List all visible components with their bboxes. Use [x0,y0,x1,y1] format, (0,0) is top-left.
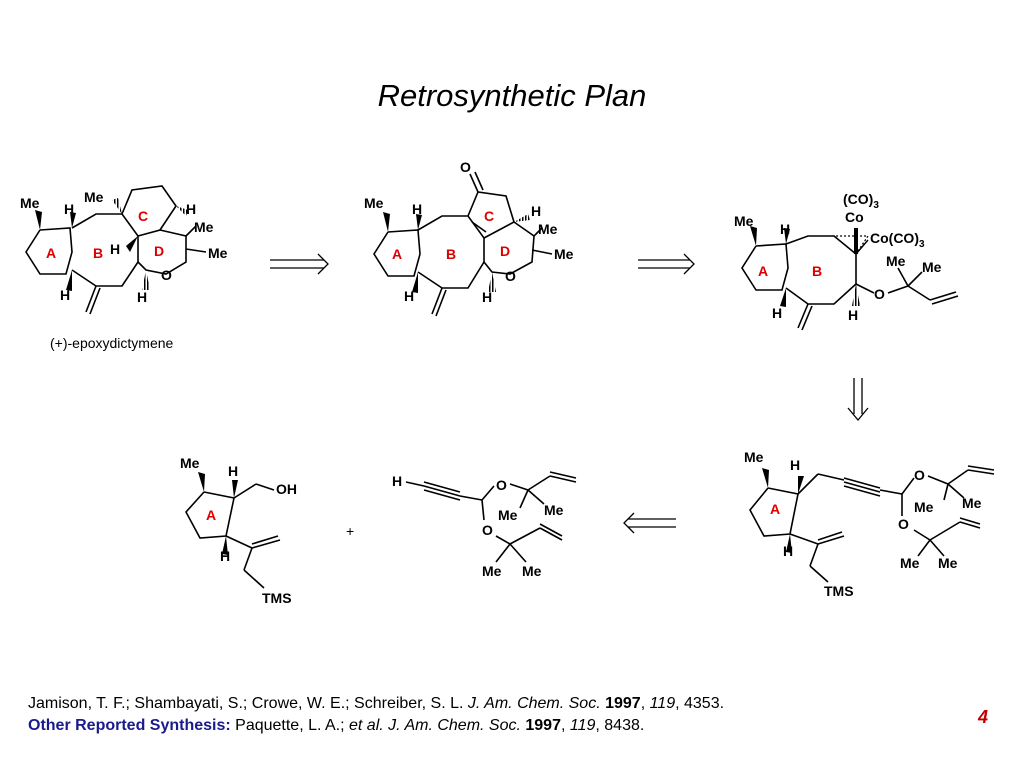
ref-volume: 119 [649,695,676,712]
atom-h-label: H [404,288,414,304]
atom-tms-label: TMS [824,583,854,599]
ref-journal: et al. J. Am. Chem. Soc. [349,717,521,734]
atom-me-label: Me [914,499,934,515]
atom-me-label: Me [886,253,906,269]
ref-authors: Jamison, T. F.; Shambayati, S.; Crowe, W… [28,695,468,712]
atom-h-label: H [772,305,782,321]
atom-o-label: O [460,159,471,175]
ref-pages: , 8438. [595,717,645,734]
atom-co-label: (CO)3 [843,191,879,211]
ring-a-label: A [758,263,768,279]
ring-b-label: B [446,246,456,262]
atom-me-label: Me [364,195,384,211]
atom-me-label: Me [544,502,564,518]
compound-name: (+)-epoxydictymene [50,335,174,351]
retrosynthesis-scheme: Me H Me H Me Me H O H H A B C D (+)-epox… [20,159,995,606]
ring-a-label: A [46,245,56,261]
atom-me-label: Me [208,245,228,261]
atom-h-label: H [392,473,402,489]
atom-me-label: Me [922,259,942,275]
atom-o-label: O [496,477,507,493]
ring-d-label: D [500,243,510,259]
atom-h-label: H [848,307,858,323]
reference-primary: Jamison, T. F.; Shambayati, S.; Crowe, W… [28,695,725,712]
molecule-enone: O Me H H Me Me O H H A B C D [364,159,574,317]
atom-h-label: H [780,221,790,237]
atom-tms-label: TMS [262,590,292,606]
retro-arrow [847,378,869,422]
atom-me-label: Me [734,213,754,229]
atom-h-label: H [228,463,238,479]
plus-sign: + [346,523,354,539]
page-number: 4 [977,707,988,727]
atom-me-label: Me [84,189,104,205]
ring-a-label: A [206,507,216,523]
atom-o-label: O [914,467,925,483]
atom-h-label: H [412,201,422,217]
atom-h-label: H [790,457,800,473]
atom-me-label: Me [938,555,958,571]
atom-me-label: Me [522,563,542,579]
molecule-epoxydictymene: Me H Me H Me Me H O H H A B C D (+)-epox… [20,185,228,351]
atom-me-label: Me [194,219,214,235]
ring-b-label: B [812,263,822,279]
atom-me-label: Me [900,555,920,571]
atom-h-label: H [482,289,492,305]
ref-volume: 119 [569,717,596,734]
ring-a-label: A [392,246,402,262]
ring-d-label: D [154,243,164,259]
atom-h-label: H [110,241,120,257]
molecule-enyne-acetal: Me H O Me Me O Me Me H TMS A [744,449,995,599]
ring-c-label: C [484,208,494,224]
reference-other: Other Reported Synthesis: Paquette, L. A… [28,717,645,734]
atom-me-label: Me [538,221,558,237]
atom-co-label: Co [845,209,864,225]
atom-oh-label: OH [276,481,297,497]
ring-a-label: A [770,501,780,517]
atom-h-label: H [783,543,793,559]
atom-h-label: H [220,548,230,564]
atom-me-label: Me [554,246,574,262]
retro-arrow [270,253,329,275]
ref-year: 1997 [605,695,641,712]
references: Jamison, T. F.; Shambayati, S.; Crowe, W… [28,693,928,737]
atom-h-label: H [137,289,147,305]
slide-title: Retrosynthetic Plan [377,78,647,113]
ref-year: 1997 [525,717,561,734]
atom-me-label: Me [20,195,40,211]
molecule-allylsilane-alcohol: Me H OH H TMS A [180,455,297,606]
atom-o-label: O [482,522,493,538]
atom-o-label: O [874,286,885,302]
molecule-cobalt-complex: (CO)3 Co Co(CO)3 Me H Me Me O H H A B [734,191,959,331]
atom-me-label: Me [180,455,200,471]
ring-b-label: B [93,245,103,261]
atom-h-label: H [531,203,541,219]
atom-o-label: O [898,516,909,532]
atom-me-label: Me [498,507,518,523]
atom-h-label: H [186,201,196,217]
atom-h-label: H [64,201,74,217]
molecule-alkynyl-acetal: H O Me Me O Me Me [392,471,577,579]
other-synthesis-label: Other Reported Synthesis: [28,717,231,734]
ref-journal: J. Am. Chem. Soc. [467,695,601,712]
atom-me-label: Me [962,495,982,511]
ring-c-label: C [138,208,148,224]
atom-o-label: O [505,268,516,284]
retro-arrow [638,253,695,275]
ref-pages: , 4353. [675,695,725,712]
atom-co-label: Co(CO)3 [870,230,925,250]
ref-authors: Paquette, L. A.; [230,717,350,734]
atom-me-label: Me [482,563,502,579]
retro-arrow [623,512,676,534]
atom-me-label: Me [744,449,764,465]
atom-h-label: H [60,287,70,303]
atom-o-label: O [161,267,172,283]
